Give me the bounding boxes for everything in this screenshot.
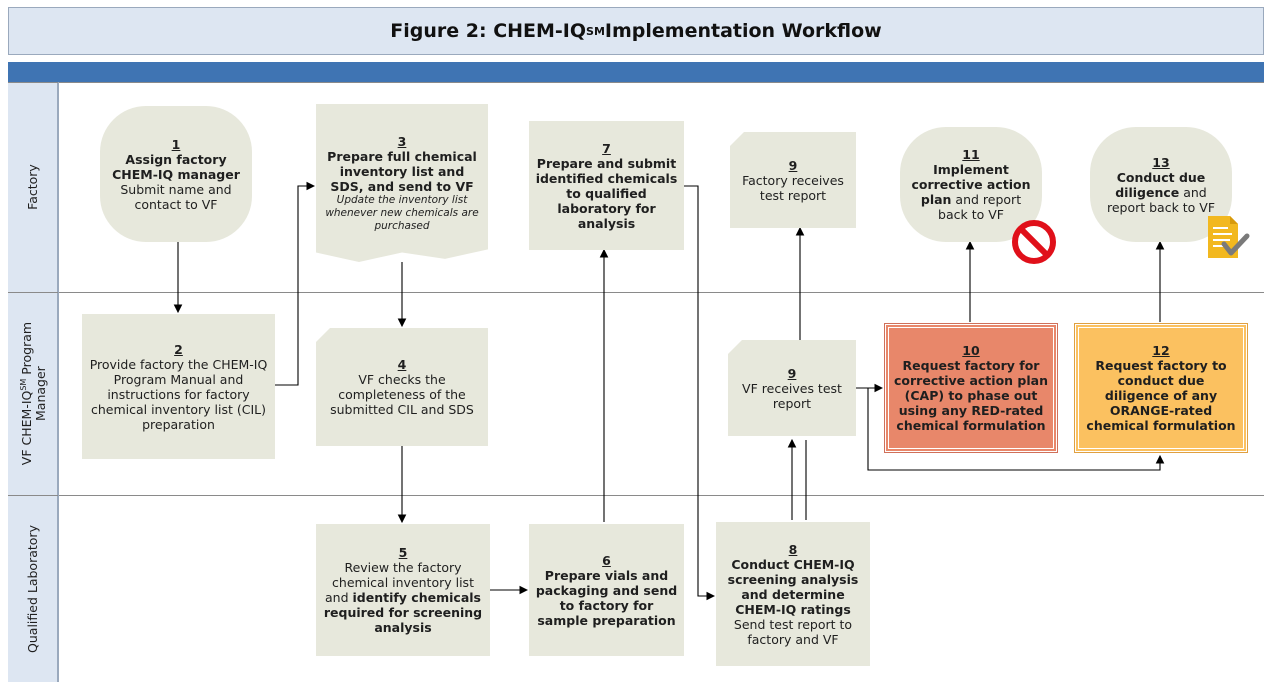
step-5-number: 5 (398, 545, 408, 560)
step-7-submit-chemicals: 7 Prepare and submit identified chemical… (529, 121, 684, 250)
step-11-body: Implement corrective action plan and rep… (905, 162, 1037, 222)
lane-divider-vf-lab (8, 495, 1264, 496)
step-13-number: 13 (1152, 154, 1170, 170)
step-13-text: and report back to VF (1106, 184, 1216, 215)
step-11-implement-cap: 11 Implement corrective action plan and … (900, 127, 1042, 242)
step-11-number: 11 (962, 147, 980, 162)
step-9a-number: 9 (788, 157, 798, 173)
step-13-bold: Conduct due diligence (1115, 169, 1206, 200)
step-5-bold: identify chemicals required for screenin… (323, 590, 483, 635)
lane-divider-top (8, 82, 1264, 83)
step-12-title: Request factory to conduct due diligence… (1086, 358, 1236, 433)
step-13-body: Conduct due diligence and report back to… (1095, 170, 1227, 215)
step-11-text: and report back to VF (938, 192, 1022, 222)
step-5-text: Review the factory chemical inventory li… (325, 560, 474, 605)
step-6-number: 6 (602, 552, 611, 568)
step-9-vf-receives-report: 9 VF receives test report (728, 340, 856, 436)
step-8-screening-analysis: 8 Conduct CHEM-IQ screening analysis and… (716, 522, 870, 666)
title-main: Figure 2: CHEM-IQ (390, 20, 587, 42)
step-6-prepare-vials: 6 Prepare vials and packaging and send t… (529, 524, 684, 656)
step-4-text: VF checks the completeness of the submit… (330, 372, 474, 417)
step-10-request-cap: 10 Request factory for corrective action… (884, 323, 1058, 453)
step-3-title: Prepare full chemical inventory list and… (327, 148, 477, 194)
lane-divider-factory-vf (8, 292, 1264, 293)
step-9-factory-receives-report: 9 Factory receives test report (730, 132, 856, 228)
step-1-title: Assign factory CHEM-IQ manager (112, 151, 240, 182)
step-6-title: Prepare vials and packaging and send to … (535, 567, 678, 628)
step-9b-number: 9 (787, 365, 797, 381)
step-12-request-due-diligence: 12 Request factory to conduct due dilige… (1074, 323, 1248, 453)
step-12-number: 12 (1152, 343, 1170, 358)
title-rest: Implementation Workflow (604, 20, 882, 42)
step-4-number: 4 (397, 357, 407, 372)
lane-label-column (8, 82, 58, 682)
step-9b-text: VF receives test report (742, 380, 842, 411)
step-10-title: Request factory for corrective action pl… (894, 358, 1048, 433)
step-8-title: Conduct CHEM-IQ screening analysis and d… (727, 556, 859, 617)
arrow-7-to-8 (684, 185, 716, 601)
document-check-icon (1208, 216, 1250, 258)
step-2-provide-manual: 2 Provide factory the CHEM-IQ Program Ma… (82, 314, 275, 459)
step-10-number: 10 (962, 343, 980, 358)
no-entry-icon (1012, 220, 1056, 264)
step-9a-text: Factory receives test report (742, 172, 844, 203)
step-8-text: Send test report to factory and VF (733, 616, 853, 647)
step-7-title: Prepare and submit identified chemicals … (535, 155, 678, 231)
arrow-2-to-3 (275, 181, 316, 386)
step-1-text: Submit name and contact to VF (120, 181, 232, 212)
header-band (8, 62, 1264, 82)
title-superscript: SM (586, 24, 605, 38)
step-2-text: Provide factory the CHEM-IQ Program Manu… (89, 356, 268, 432)
step-2-number: 2 (174, 341, 183, 357)
arrow-9b-to-12 (867, 388, 1165, 471)
step-1-assign-manager: 1 Assign factory CHEM-IQ manager Submit … (100, 106, 252, 242)
step-11-bold: Implement corrective action plan (911, 162, 1031, 207)
step-8-number: 8 (788, 541, 798, 557)
step-5-review-inventory: 5 Review the factory chemical inventory … (316, 524, 490, 656)
step-3-note: Update the inventory list whenever new c… (325, 193, 479, 232)
step-3-prepare-inventory: 3 Prepare full chemical inventory list a… (316, 104, 488, 262)
step-7-number: 7 (602, 140, 611, 156)
step-1-number: 1 (171, 136, 181, 152)
lane-label-border (58, 82, 59, 682)
step-4-vf-checks: 4 VF checks the completeness of the subm… (316, 328, 488, 446)
step-3-number: 3 (397, 133, 407, 149)
step-5-body: Review the factory chemical inventory li… (321, 560, 485, 635)
